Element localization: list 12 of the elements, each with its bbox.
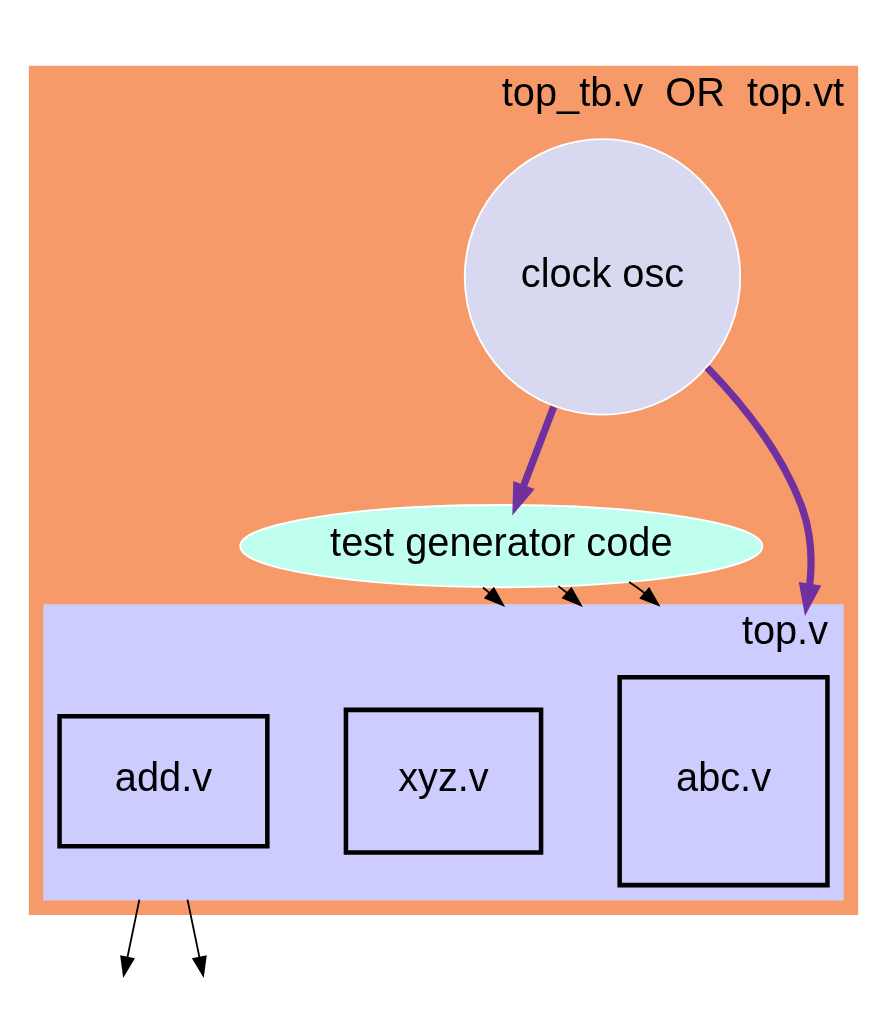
arrow: [557, 584, 583, 607]
arrow: [704, 364, 822, 616]
node-ellipse: test generator code: [239, 503, 764, 588]
arrow: [186, 898, 207, 978]
arrow: [628, 580, 661, 607]
arrow: [512, 405, 558, 515]
node-circle: clock osc: [463, 137, 742, 416]
node-box: xyz.v: [343, 707, 544, 855]
node-box: add.v: [57, 713, 270, 849]
arrow: [482, 586, 506, 607]
node-box: abc.v: [617, 674, 830, 887]
arrow: [120, 898, 141, 978]
